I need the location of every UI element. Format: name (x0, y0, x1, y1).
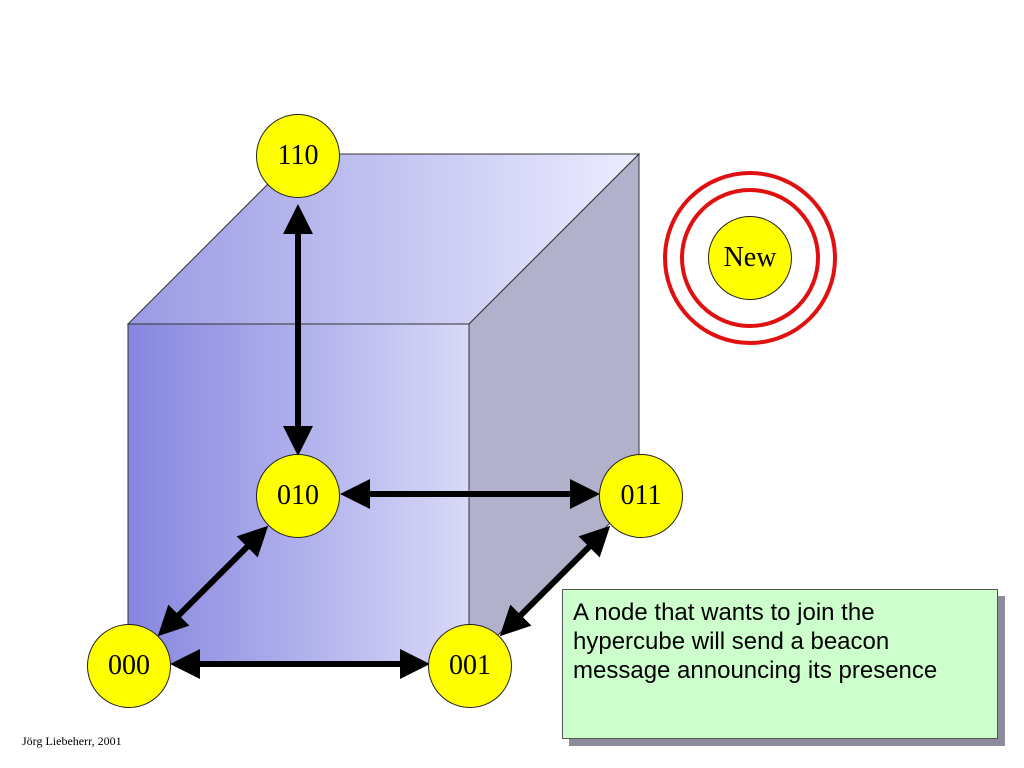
node-new-label: New (723, 242, 777, 273)
node-110: 110 (256, 114, 340, 198)
beacon-ring-outer (663, 171, 837, 345)
callout-text: A node that wants to join the hypercube … (573, 599, 938, 684)
node-000: 000 (87, 624, 171, 708)
node-010: 010 (256, 454, 340, 538)
node-001: 001 (428, 624, 512, 708)
footer-credit: Jörg Liebeherr, 2001 (22, 734, 122, 748)
node-011-label: 011 (620, 480, 662, 511)
node-new: New (708, 216, 792, 300)
node-010-label: 010 (277, 480, 319, 511)
node-001-label: 001 (449, 650, 491, 681)
beacon-ring-inner (680, 188, 820, 328)
arrow-001-011 (499, 525, 611, 637)
callout-box: A node that wants to join the hypercube … (562, 589, 998, 739)
node-110-label: 110 (277, 140, 319, 171)
node-000-label: 000 (108, 650, 150, 681)
arrow-000-010 (157, 525, 269, 637)
node-011: 011 (599, 454, 683, 538)
